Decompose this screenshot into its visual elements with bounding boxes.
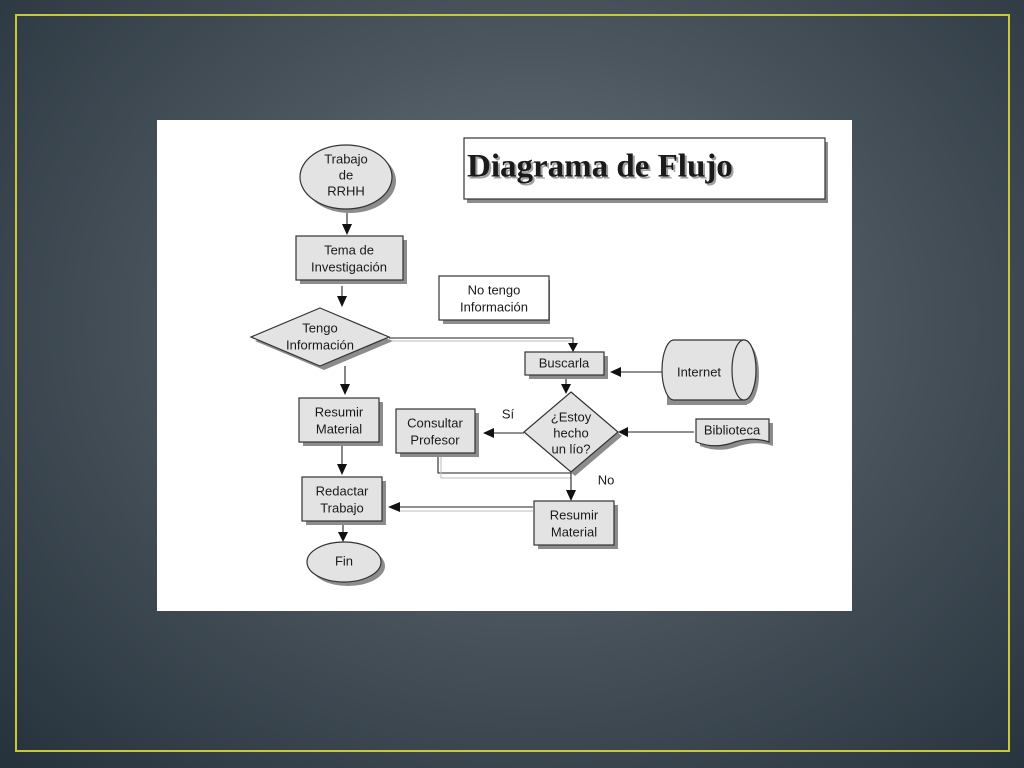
arrow-head xyxy=(342,224,352,235)
node-consultar-profesor: Consultar Profesor xyxy=(395,408,479,457)
arrow-head xyxy=(337,464,347,475)
arrow-head xyxy=(566,490,576,501)
svg-text:Información: Información xyxy=(286,337,354,352)
node-no-tengo-informacion: No tengo Información xyxy=(438,275,550,324)
title-box: Diagrama de Flujo Diagrama de Flujo xyxy=(463,137,828,203)
node-resumir-material-1: Resumir Material xyxy=(298,397,383,446)
arrow-head xyxy=(561,384,571,394)
svg-text:Resumir: Resumir xyxy=(315,404,364,419)
svg-text:RRHH: RRHH xyxy=(327,183,365,198)
arrow-head xyxy=(340,384,350,395)
node-biblioteca: Biblioteca xyxy=(695,418,773,450)
svg-text:Investigación: Investigación xyxy=(311,259,387,274)
svg-text:hecho: hecho xyxy=(553,425,588,440)
svg-text:Trabajo: Trabajo xyxy=(320,500,364,515)
svg-text:Resumir: Resumir xyxy=(550,507,599,522)
svg-text:Fin: Fin xyxy=(335,553,353,568)
diagram-title: Diagrama de Flujo xyxy=(467,149,733,185)
arrow-head xyxy=(610,367,621,377)
slide-frame xyxy=(15,14,1010,752)
diagram-panel: Diagrama de Flujo Diagrama de Flujo xyxy=(157,120,852,611)
node-redactar-trabajo: Redactar Trabajo xyxy=(301,476,386,525)
arrow-head xyxy=(483,428,494,438)
arrow-head xyxy=(568,343,578,352)
svg-text:Buscarla: Buscarla xyxy=(539,355,590,370)
arrow-head xyxy=(338,532,348,542)
flowchart: Diagrama de Flujo Diagrama de Flujo xyxy=(249,137,828,586)
node-buscarla: Buscarla xyxy=(524,351,608,379)
node-estoy-hecho-un-lio: ¿Estoy hecho un lío? xyxy=(523,391,622,476)
edge-label-si: Sí xyxy=(502,406,515,421)
svg-text:Tema de: Tema de xyxy=(324,242,374,257)
node-internet: Internet xyxy=(661,339,759,405)
svg-text:Biblioteca: Biblioteca xyxy=(704,422,761,437)
svg-text:de: de xyxy=(339,167,353,182)
diagram-title-shadow: Diagrama de Flujo xyxy=(469,151,735,187)
svg-text:Material: Material xyxy=(316,421,362,436)
svg-text:Consultar: Consultar xyxy=(407,415,463,430)
edge-tengo-buscarla xyxy=(389,337,574,346)
svg-text:Profesor: Profesor xyxy=(410,432,460,447)
svg-text:Información: Información xyxy=(460,299,528,314)
edge-label-no: No xyxy=(598,472,615,487)
svg-text:un lío?: un lío? xyxy=(551,441,590,456)
svg-text:Trabajo: Trabajo xyxy=(324,151,368,166)
node-trabajo-rrhh: Trabajo de RRHH xyxy=(299,144,396,213)
svg-text:Tengo: Tengo xyxy=(302,320,337,335)
node-resumir-material-2: Resumir Material xyxy=(533,500,618,549)
svg-text:Internet: Internet xyxy=(677,364,721,379)
svg-text:Redactar: Redactar xyxy=(316,483,369,498)
svg-text:¿Estoy: ¿Estoy xyxy=(551,409,592,424)
arrow-head xyxy=(388,502,400,512)
node-tema-investigacion: Tema de Investigación xyxy=(295,235,407,284)
arrow-head xyxy=(337,296,347,307)
edge-consultar-return xyxy=(437,453,571,474)
node-fin: Fin xyxy=(306,541,385,586)
svg-text:No tengo: No tengo xyxy=(468,282,521,297)
arrow-head xyxy=(618,427,628,437)
svg-text:Material: Material xyxy=(551,524,597,539)
node-tengo-informacion: Tengo Información xyxy=(249,307,393,370)
